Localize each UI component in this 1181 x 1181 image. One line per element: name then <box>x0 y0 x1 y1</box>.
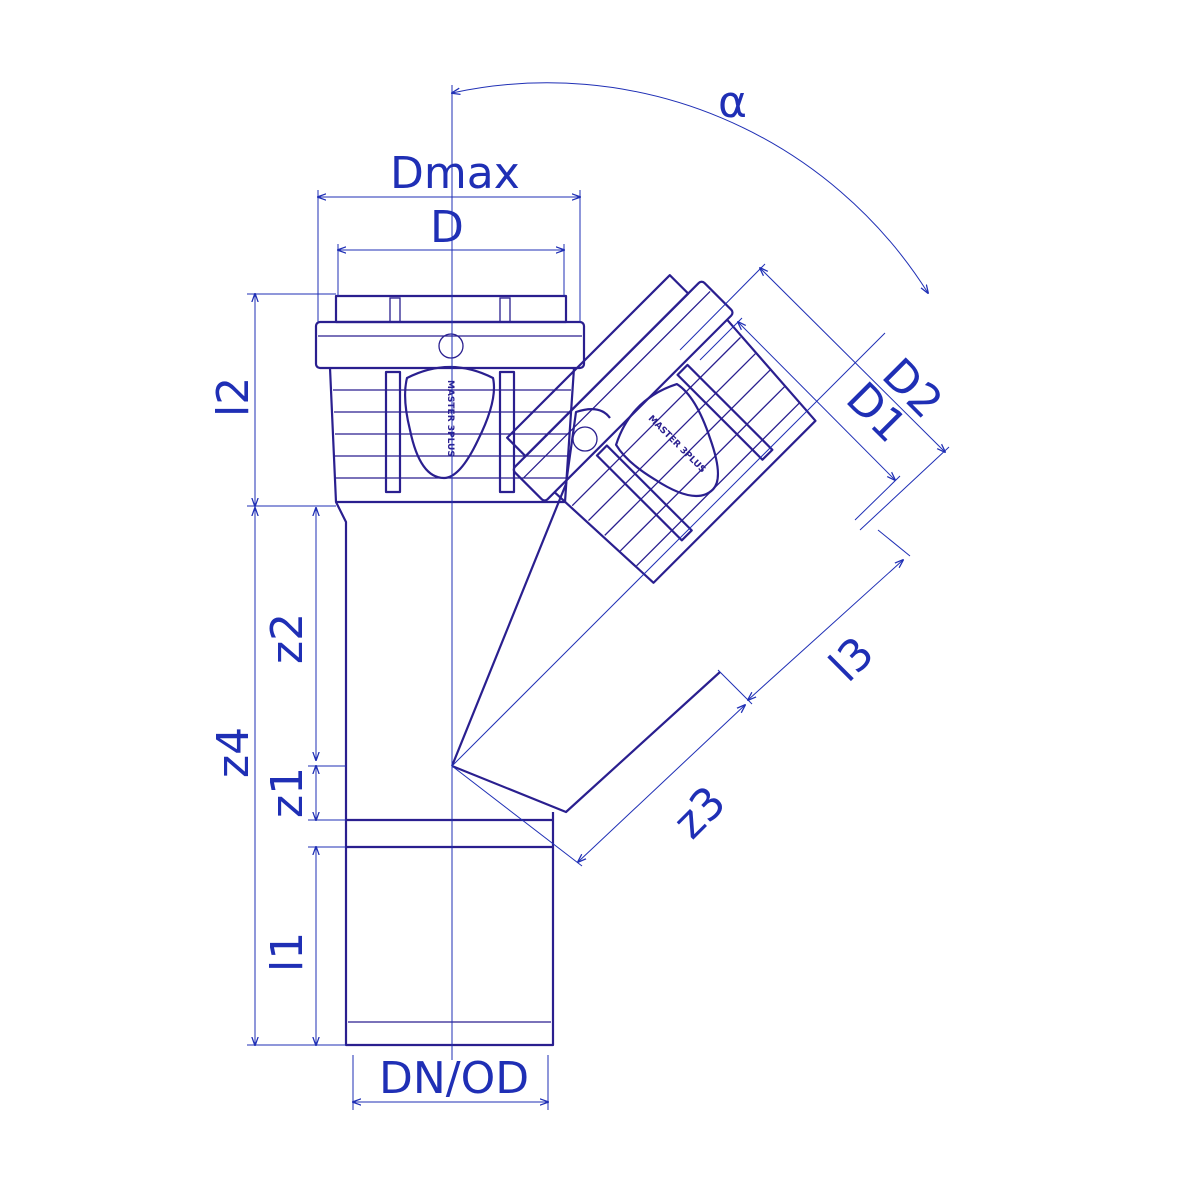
label-l1: l1 <box>262 932 313 972</box>
label-z3: z3 <box>664 777 736 849</box>
branch-pipe <box>450 407 721 814</box>
label-z4: z4 <box>208 727 259 778</box>
branch-socket: MASTER 3PLUS <box>506 274 817 584</box>
label-alpha: α <box>718 77 747 128</box>
label-l3: l3 <box>820 627 885 692</box>
main-pipe <box>335 501 555 1047</box>
top-socket: MASTER 3PLUS <box>314 294 586 504</box>
branch-logo-shield-icon <box>614 382 719 497</box>
label-l2: l2 <box>208 377 259 417</box>
branch-logo-text: MASTER 3PLUS <box>646 414 707 475</box>
center-lines <box>451 85 886 1060</box>
top-logo-text: MASTER 3PLUS <box>445 380 455 457</box>
dimension-lines <box>247 82 950 1110</box>
label-d: D <box>430 202 464 253</box>
logo-shield-icon <box>403 365 496 480</box>
label-dnod: DN/OD <box>379 1053 529 1104</box>
label-dmax: Dmax <box>390 148 520 199</box>
label-z1: z1 <box>262 767 313 818</box>
label-z2: z2 <box>262 613 313 664</box>
